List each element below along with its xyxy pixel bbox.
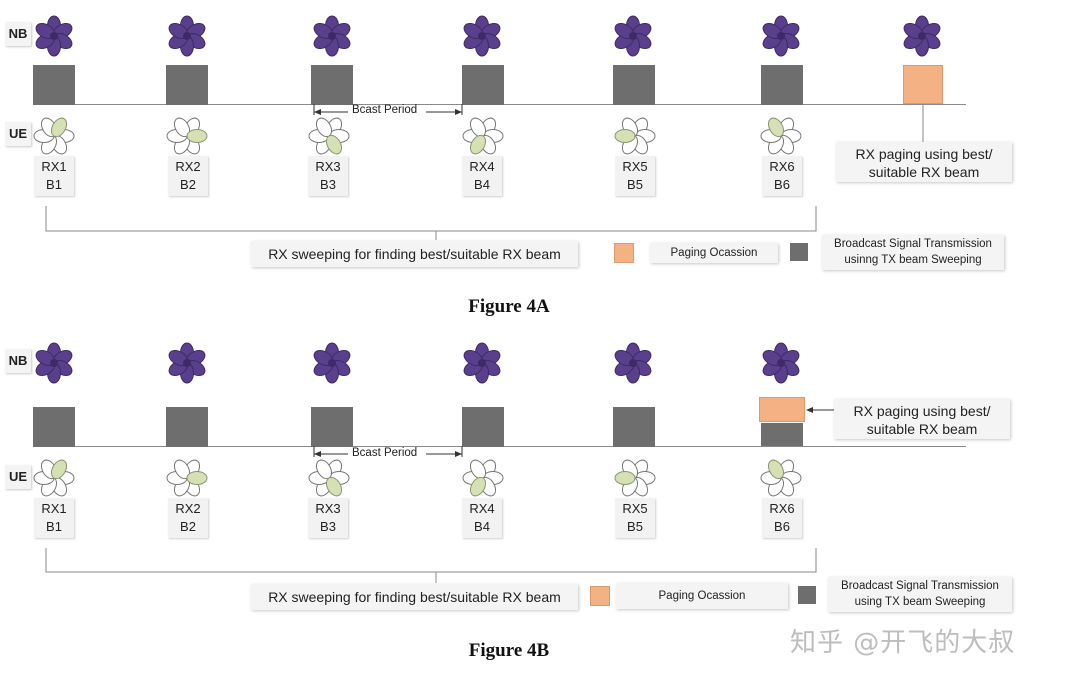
figure-title: Figure 4A (468, 296, 550, 317)
nb-row-label: NB (5, 349, 31, 373)
ue-row-label: UE (5, 465, 31, 489)
bcast-period-label: Bcast Period (352, 447, 418, 459)
nb-flower-icon (614, 342, 652, 384)
nb-flower-icon (35, 342, 73, 384)
nb-flower-icon (903, 15, 941, 57)
nb-flower-icon (168, 15, 206, 57)
nb-flower-icon (168, 342, 206, 384)
ue-flower-icon (462, 117, 504, 155)
sweep-label: RX sweeping for finding best/suitable RX… (251, 584, 578, 610)
ue-flower-icon (33, 459, 75, 497)
broadcast-box (166, 65, 208, 105)
broadcast-box (761, 423, 803, 446)
nb-flower-icon (35, 15, 73, 57)
paging-box (759, 397, 805, 422)
ue-flower-icon (308, 459, 350, 497)
ue-flower-icon (166, 117, 208, 155)
broadcast-box (613, 407, 655, 447)
sweep-bracket (45, 548, 817, 573)
broadcast-box (33, 65, 75, 105)
nb-flower-icon (614, 15, 652, 57)
sweep-bracket (45, 206, 817, 232)
bcast-period-label: Bcast Period (352, 104, 418, 116)
figure-title: Figure 4B (468, 640, 550, 661)
paging-callout: RX paging using best/suitable RX beam (836, 142, 1012, 182)
nb-flower-icon (762, 15, 800, 57)
broadcast-box (462, 65, 504, 105)
paging-callout: RX paging using best/suitable RX beam (834, 399, 1010, 439)
ue-flower-icon (308, 117, 350, 155)
ue-flower-icon (166, 459, 208, 497)
broadcast-box (761, 65, 803, 105)
broadcast-box (462, 407, 504, 447)
ue-flower-icon (760, 459, 802, 497)
nb-flower-icon (463, 15, 501, 57)
broadcast-box (311, 65, 353, 105)
broadcast-box (166, 407, 208, 447)
legend-broadcast-swatch (798, 586, 816, 604)
ue-flower-icon (614, 459, 656, 497)
nb-row-label: NB (5, 22, 31, 46)
nb-flower-icon (463, 342, 501, 384)
broadcast-box (613, 65, 655, 105)
legend-paging-swatch (614, 243, 634, 263)
callout-arrowhead (806, 407, 813, 413)
ue-flower-icon (760, 117, 802, 155)
legend-paging-label: Paging Ocassion (650, 243, 778, 263)
legend-paging-swatch (590, 586, 610, 606)
legend-paging-label: Paging Ocassion (616, 583, 788, 609)
ue-flower-icon (33, 117, 75, 155)
broadcast-box (33, 407, 75, 447)
nb-flower-icon (762, 342, 800, 384)
nb-flower-icon (313, 342, 351, 384)
legend-broadcast-swatch (790, 243, 808, 261)
paging-box (903, 65, 943, 104)
nb-flower-icon (313, 15, 351, 57)
ue-flower-icon (462, 459, 504, 497)
sweep-label: RX sweeping for finding best/suitable RX… (251, 241, 578, 267)
ue-flower-icon (614, 117, 656, 155)
watermark: 知乎 @开飞的大叔 (790, 628, 1016, 658)
ue-row-label: UE (5, 122, 31, 146)
broadcast-box (311, 407, 353, 447)
